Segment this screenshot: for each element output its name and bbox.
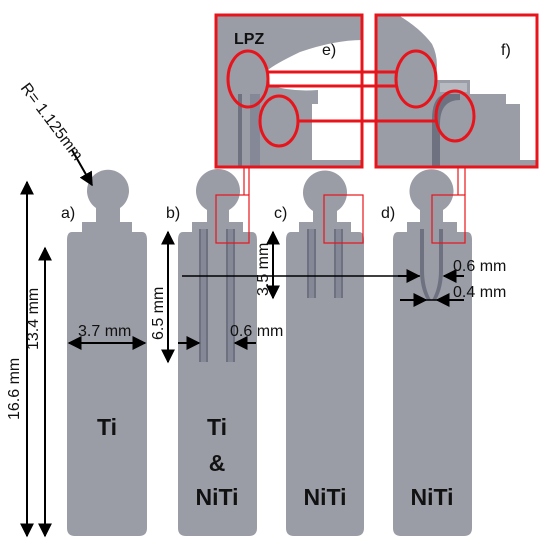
gap-top-label: 0.6 mm: [453, 258, 506, 275]
panel-label-b: b): [166, 205, 180, 222]
dimension-lines: [20, 149, 464, 538]
radius-label: R= 1.125mm: [17, 80, 86, 164]
panel-label-f: f): [501, 42, 511, 59]
lpz-label: LPZ: [234, 31, 264, 48]
specimen-b: [178, 168, 257, 536]
zoom-box-d: [431, 194, 466, 244]
slot-length-c-label: 3.5 mm: [255, 243, 272, 296]
material-b-line1: Ti: [207, 414, 227, 440]
panel-label-e: e): [322, 42, 336, 59]
material-d: NiTi: [410, 484, 453, 510]
slot-width-label: 0.6 mm: [230, 323, 283, 340]
material-b-line3: NiTi: [195, 484, 238, 510]
material-c: NiTi: [303, 484, 346, 510]
material-a: Ti: [97, 414, 117, 440]
lpz-ellipse: [226, 49, 270, 109]
radius-arrow: [71, 149, 93, 187]
total-length-label: 16.6 mm: [6, 358, 23, 420]
specimen-d: [393, 169, 472, 537]
panel-label-c: c): [274, 205, 287, 222]
slot-length-label: 6.5 mm: [150, 287, 167, 340]
lpz-ellipse-f: [394, 49, 438, 109]
gap-narrow-label: 0.4 mm: [453, 284, 506, 301]
specimen-a: [67, 169, 147, 537]
zoom-callouts: [215, 49, 476, 244]
material-b-line2: &: [209, 450, 226, 476]
panel-label-d: d): [381, 205, 395, 222]
zoom-box-b: [215, 194, 250, 244]
panel-label-a: a): [61, 205, 75, 222]
zoom-box-c: [323, 194, 364, 244]
corner-ellipse-f: [434, 89, 476, 143]
shaft-length-label: 13.4 mm: [25, 288, 42, 350]
width-label: 3.7 mm: [78, 323, 131, 340]
specimen-c: [286, 170, 364, 536]
